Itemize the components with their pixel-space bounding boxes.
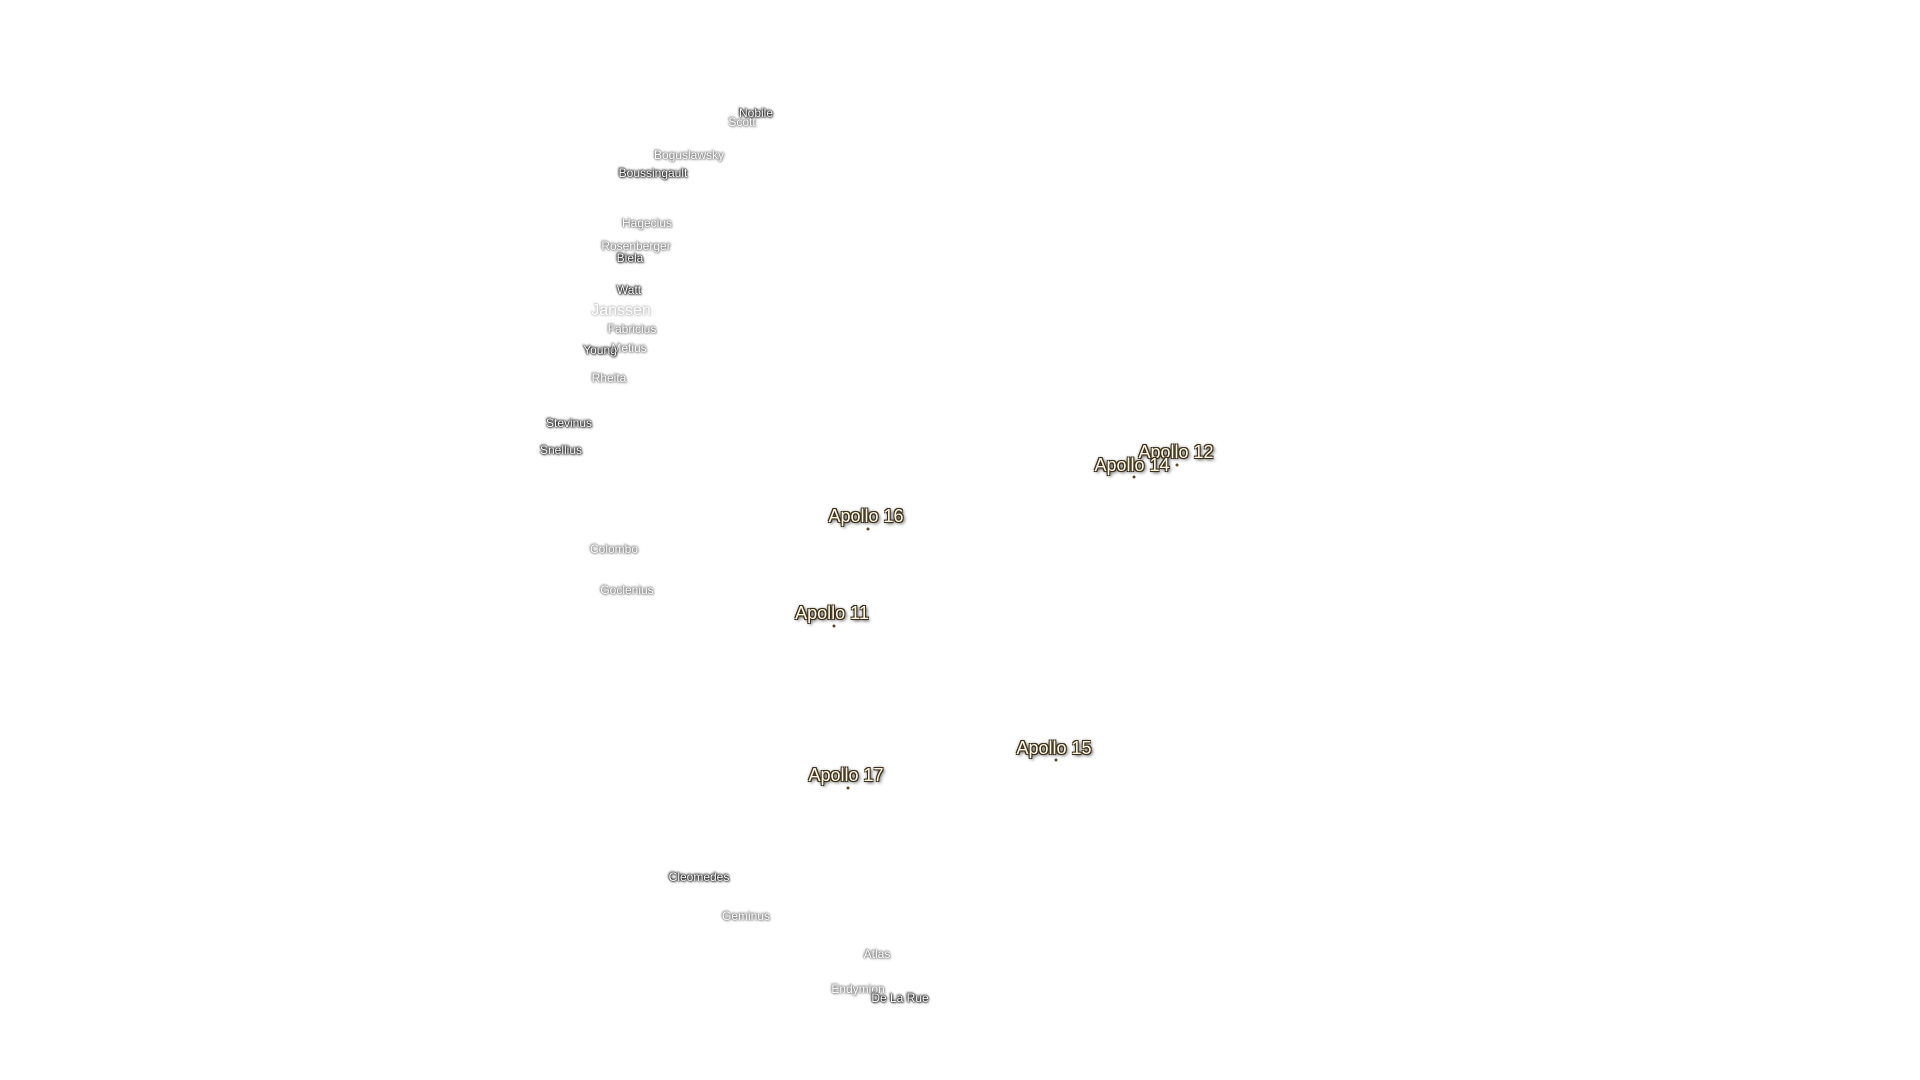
- crater-label-biela[interactable]: Biela: [616, 251, 644, 265]
- apollo-15-site-marker[interactable]: [1054, 758, 1058, 762]
- crater-label-colombo[interactable]: Colombo: [589, 542, 639, 556]
- crater-label-metius[interactable]: Metius: [611, 341, 647, 355]
- crater-label-janssen[interactable]: Janssen: [591, 302, 651, 319]
- crater-label-snellius[interactable]: Snellius: [539, 443, 583, 457]
- crater-label-cleomedes[interactable]: Cleomedes: [668, 870, 730, 884]
- apollo-17-site-marker[interactable]: [846, 786, 850, 790]
- crater-label-endymion[interactable]: Endymion: [831, 982, 885, 996]
- crater-label-boussingault[interactable]: Boussingault: [618, 166, 688, 180]
- crater-label-fabricius[interactable]: Fabricius: [607, 322, 657, 336]
- apollo-16-site-marker[interactable]: [866, 527, 870, 531]
- apollo-11-site-marker[interactable]: [832, 624, 836, 628]
- apollo-17-label[interactable]: Apollo 17: [808, 765, 884, 785]
- crater-label-stevinus[interactable]: Stevinus: [545, 416, 593, 430]
- apollo-12-label[interactable]: Apollo 12: [1138, 442, 1214, 462]
- apollo-11-label[interactable]: Apollo 11: [795, 603, 869, 623]
- crater-label-boguslawsky[interactable]: Boguslawsky: [653, 148, 725, 162]
- apollo-15-label[interactable]: Apollo 15: [1016, 738, 1092, 758]
- crater-label-atlas[interactable]: Atlas: [863, 947, 891, 961]
- crater-label-nobile[interactable]: Nobile: [738, 106, 774, 120]
- crater-label-goclenius[interactable]: Goclenius: [600, 583, 654, 597]
- crater-label-hagecius[interactable]: Hagecius: [621, 216, 673, 230]
- apollo-16-label[interactable]: Apollo 16: [828, 506, 904, 526]
- crater-label-geminus[interactable]: Geminus: [721, 909, 771, 923]
- crater-label-young[interactable]: Young: [583, 343, 617, 357]
- crater-label-rosenberger[interactable]: Rosenberger: [601, 239, 671, 253]
- apollo-12-site-marker[interactable]: [1175, 463, 1179, 467]
- crater-label-watt[interactable]: Watt: [616, 283, 642, 297]
- crater-label-rheita[interactable]: Rheita: [591, 371, 627, 385]
- crater-label-de-la-rue[interactable]: De La Rue: [871, 991, 929, 1005]
- apollo-14-site-marker[interactable]: [1132, 475, 1136, 479]
- apollo-14-label[interactable]: Apollo 14: [1094, 455, 1170, 475]
- crater-label-scott[interactable]: Scott: [728, 115, 756, 129]
